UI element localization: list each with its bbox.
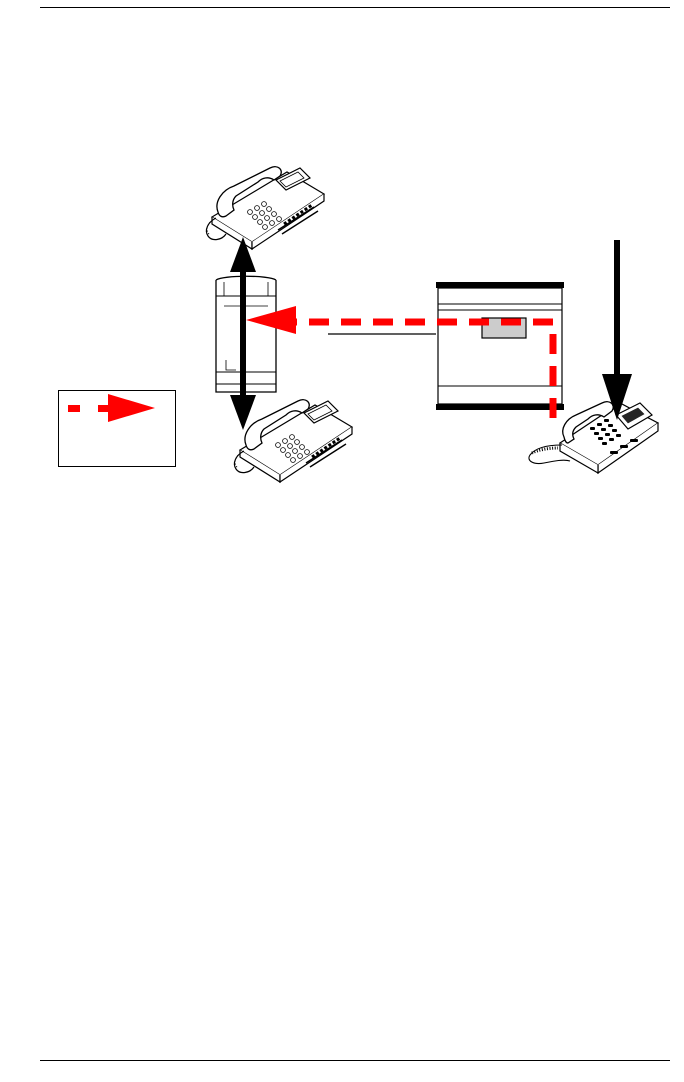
legend-box [59,391,176,467]
rack-unit-icon [436,282,564,410]
bottom-rule [40,1060,670,1061]
down-arrow-icon [602,240,632,420]
phone-top-left-icon [206,167,324,249]
phone-right-icon [529,402,658,473]
phone-bottom-left-icon [234,400,352,482]
